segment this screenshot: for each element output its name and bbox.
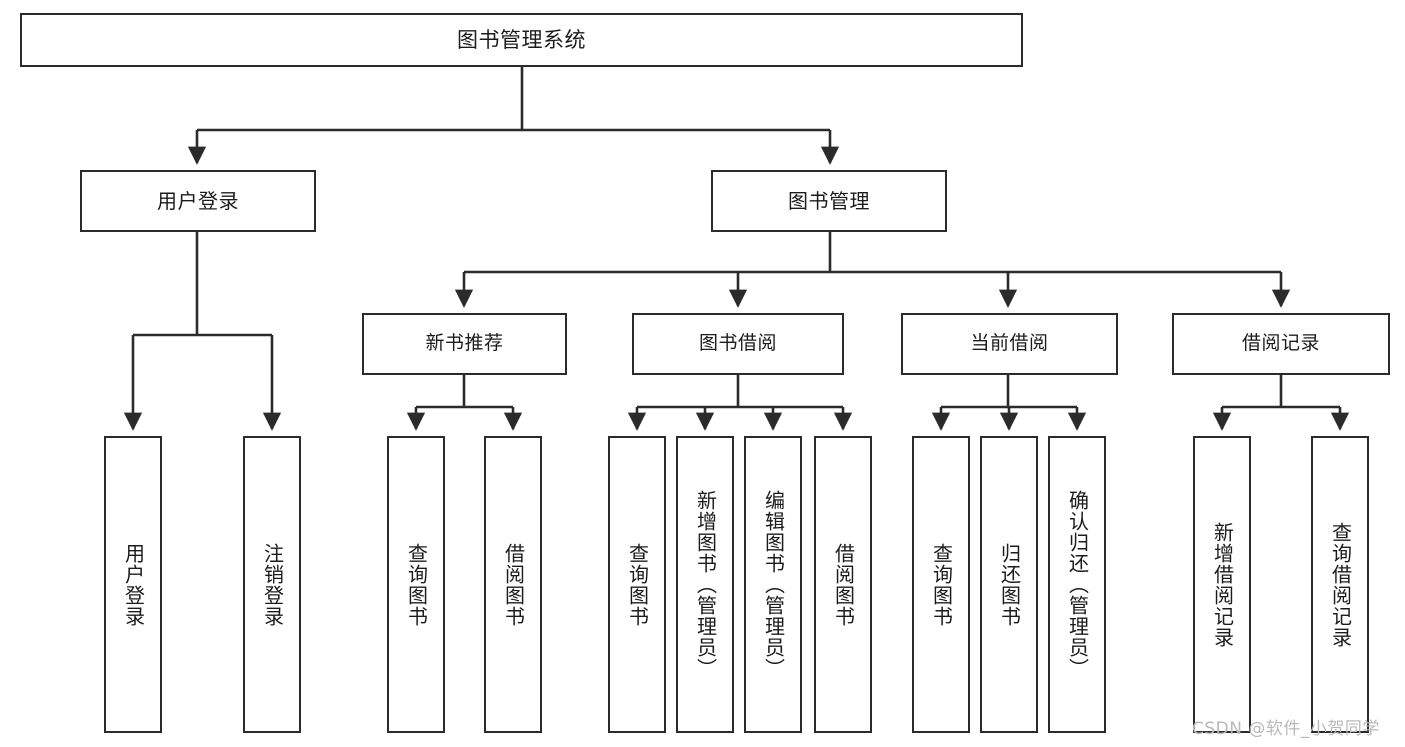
- csdn-watermark: CSDN @软件_小贺同学: [1192, 719, 1380, 739]
- node-leaf-add-record[interactable]: 新增借阅记录: [1193, 436, 1251, 733]
- node-label: 借阅记录: [1241, 332, 1320, 355]
- node-label: 用户登录: [157, 188, 239, 213]
- node-label: 图书管理: [788, 188, 870, 213]
- node-label: 注销登录: [260, 542, 285, 627]
- node-leaf-user-login[interactable]: 用户登录: [104, 436, 162, 733]
- node-label: 归还图书: [997, 542, 1022, 627]
- node-leaf-borrow-book-1[interactable]: 借阅图书: [484, 436, 542, 733]
- node-label: 用户登录: [121, 542, 146, 627]
- node-label: 查询图书: [404, 542, 429, 627]
- node-leaf-query-record[interactable]: 查询借阅记录: [1311, 436, 1369, 733]
- node-user-login[interactable]: 用户登录: [80, 170, 316, 232]
- node-leaf-confirm-return[interactable]: 确认归还（管理员）: [1048, 436, 1106, 733]
- node-label: 当前借阅: [970, 332, 1049, 355]
- node-leaf-borrow-book-2[interactable]: 借阅图书: [814, 436, 872, 733]
- node-borrow-record[interactable]: 借阅记录: [1172, 313, 1390, 375]
- node-leaf-query-book-1[interactable]: 查询图书: [387, 436, 445, 733]
- node-book-borrow[interactable]: 图书借阅: [632, 313, 844, 375]
- node-label: 编辑图书（管理员）: [761, 490, 786, 679]
- node-label: 借阅图书: [501, 542, 526, 627]
- node-leaf-edit-book[interactable]: 编辑图书（管理员）: [744, 436, 802, 733]
- node-new-book-recommend[interactable]: 新书推荐: [362, 313, 567, 375]
- node-leaf-return-book[interactable]: 归还图书: [980, 436, 1038, 733]
- node-current-borrow[interactable]: 当前借阅: [901, 313, 1118, 375]
- node-leaf-logout-login[interactable]: 注销登录: [243, 436, 301, 733]
- node-label: 查询图书: [929, 542, 954, 627]
- node-label: 新书推荐: [425, 332, 504, 355]
- node-label: 借阅图书: [831, 542, 856, 627]
- node-label: 新增借阅记录: [1210, 521, 1235, 648]
- node-book-management[interactable]: 图书管理: [711, 170, 947, 232]
- node-book-management-system[interactable]: 图书管理系统: [20, 13, 1023, 67]
- node-leaf-add-book[interactable]: 新增图书（管理员）: [676, 436, 734, 733]
- node-label: 图书管理系统: [457, 27, 586, 52]
- node-leaf-query-book-3[interactable]: 查询图书: [912, 436, 970, 733]
- node-leaf-query-book-2[interactable]: 查询图书: [608, 436, 666, 733]
- node-label: 新增图书（管理员）: [693, 490, 718, 679]
- node-label: 图书借阅: [698, 332, 777, 355]
- node-label: 确认归还（管理员）: [1065, 490, 1090, 679]
- node-label: 查询借阅记录: [1328, 521, 1353, 648]
- node-label: 查询图书: [625, 542, 650, 627]
